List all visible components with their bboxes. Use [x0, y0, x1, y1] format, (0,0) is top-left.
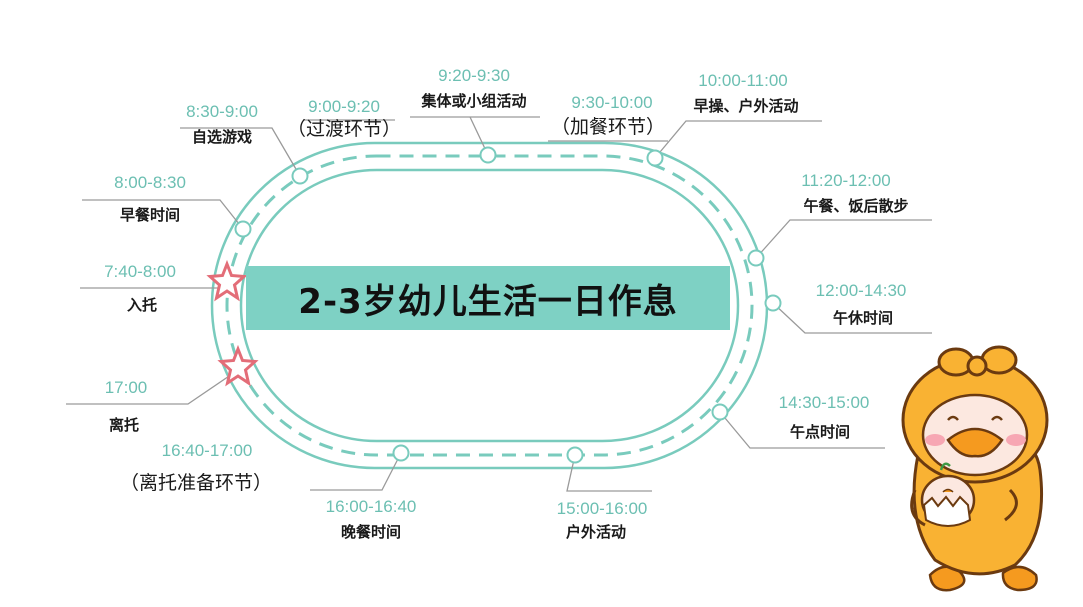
node-circle: [711, 403, 729, 421]
node-circle: [646, 149, 664, 167]
node-circle: [764, 294, 782, 312]
activity-label: 早操、户外活动: [693, 97, 798, 115]
activity-label: （加餐环节）: [551, 116, 665, 138]
activity-label: 午餐、饭后散步: [803, 197, 908, 215]
leader-line: [772, 302, 932, 334]
schedule-labels: 7:40-8:00 入托 8:00-8:30 早餐时间 8:30-9:00 自选…: [104, 66, 908, 541]
leader-line: [566, 454, 652, 492]
activity-label: 午休时间: [833, 309, 893, 327]
time-label: 16:00-16:40: [326, 497, 417, 516]
leader-line: [66, 369, 239, 405]
leader-line: [755, 219, 932, 259]
time-label: 9:20-9:30: [438, 66, 510, 85]
leader-line: [310, 452, 402, 491]
time-label: 7:40-8:00: [104, 262, 176, 281]
activity-label: 晚餐时间: [341, 523, 401, 541]
node-circle: [392, 444, 410, 462]
time-label: 15:00-16:00: [557, 499, 648, 518]
activity-label: 早餐时间: [120, 206, 180, 224]
time-label: 8:30-9:00: [186, 102, 258, 121]
activity-label: 离托: [109, 416, 139, 434]
star-markers: [206, 259, 259, 387]
activity-label: 自选游戏: [192, 128, 252, 146]
duck-mascot-icon: [901, 345, 1049, 592]
time-label: 14:30-15:00: [779, 393, 870, 412]
page-title: 2-3岁幼儿生活一日作息: [298, 281, 678, 322]
star-icon: [206, 259, 248, 302]
leader-line: [180, 127, 301, 177]
activity-label: （过渡环节）: [287, 118, 401, 140]
node-circle: [234, 220, 252, 238]
track-inner-line: [239, 168, 740, 443]
time-label: 9:00-9:20: [308, 97, 380, 116]
activity-label: 午点时间: [790, 423, 850, 441]
activity-label: 户外活动: [566, 523, 626, 541]
time-label: 10:00-11:00: [698, 71, 787, 90]
leader-line: [410, 116, 540, 156]
activity-label: 入托: [127, 296, 157, 314]
activity-label: 集体或小组活动: [420, 92, 526, 110]
time-label: 11:20-12:00: [801, 171, 890, 190]
track-nodes: [234, 146, 782, 464]
node-circle: [566, 446, 584, 464]
leader-line: [654, 120, 822, 159]
title-banner: 2-3岁幼儿生活一日作息: [246, 266, 730, 330]
star-icon: [217, 344, 259, 387]
time-label: 8:00-8:30: [114, 173, 186, 192]
leader-lines: [66, 116, 932, 492]
time-label: 12:00-14:30: [816, 281, 907, 300]
leader-line: [82, 199, 244, 230]
node-circle: [747, 249, 765, 267]
node-circle: [479, 146, 497, 164]
time-label: 17:00: [105, 378, 148, 397]
track-dashed-line: [225, 154, 754, 457]
time-label: 16:40-17:00: [162, 441, 253, 460]
leader-line: [719, 411, 885, 449]
node-circle: [291, 167, 309, 185]
activity-label: （离托准备环节）: [120, 472, 272, 494]
time-label: 9:30-10:00: [571, 93, 652, 112]
